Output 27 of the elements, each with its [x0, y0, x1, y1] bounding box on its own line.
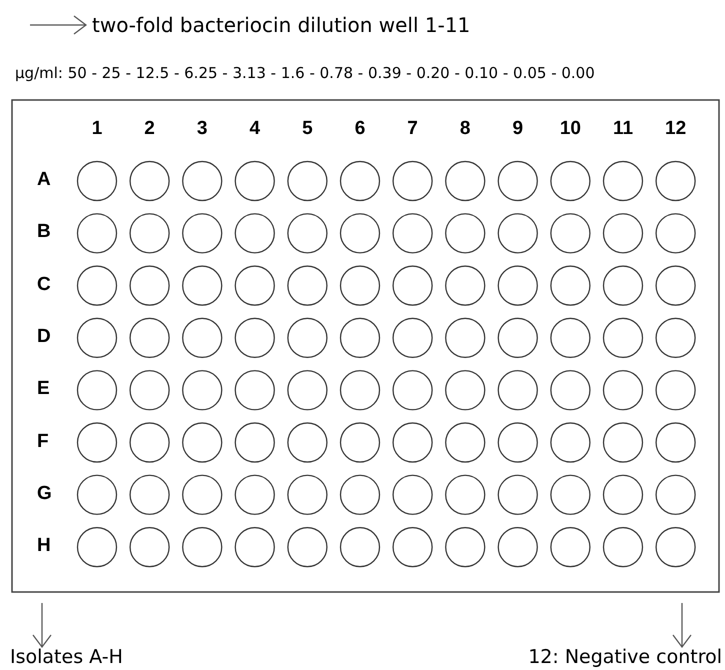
column-number: 9: [512, 118, 524, 140]
column-number: 3: [196, 118, 208, 140]
caption-text: 12: Negative control: [528, 646, 722, 668]
row-letter: H: [37, 535, 51, 558]
column-number: 7: [406, 118, 419, 140]
caption-text: Isolates A-H: [10, 646, 123, 668]
concentration-series: µg/ml: 50 - 25 - 12.5 - 6.25 - 3.13 - 1.6 - 0.78 - 0.39 - 0.20 - 0.10 - 0.05 - 0.00: [15, 64, 595, 82]
column-number: 6: [354, 118, 366, 140]
column-number: 10: [558, 118, 582, 140]
caption-text: two-fold bacteriocin dilution well 1-11: [92, 13, 470, 37]
column-number: 5: [301, 118, 314, 140]
column-number: 1: [90, 118, 104, 140]
row-letter: E: [37, 378, 50, 400]
column-number: 8: [458, 118, 472, 140]
column-number: 12: [664, 118, 688, 140]
row-letter: D: [37, 326, 51, 348]
row-letter: G: [37, 482, 52, 505]
arrow: [30, 15, 87, 35]
column-number: 11: [612, 118, 634, 140]
arrow: [672, 603, 692, 648]
row-letter: A: [37, 169, 51, 191]
arrow: [32, 603, 52, 648]
column-number: 2: [143, 118, 156, 140]
row-letter: C: [37, 274, 51, 296]
column-number: 4: [248, 118, 262, 140]
row-letter: F: [37, 430, 49, 452]
row-letter: B: [37, 221, 51, 244]
